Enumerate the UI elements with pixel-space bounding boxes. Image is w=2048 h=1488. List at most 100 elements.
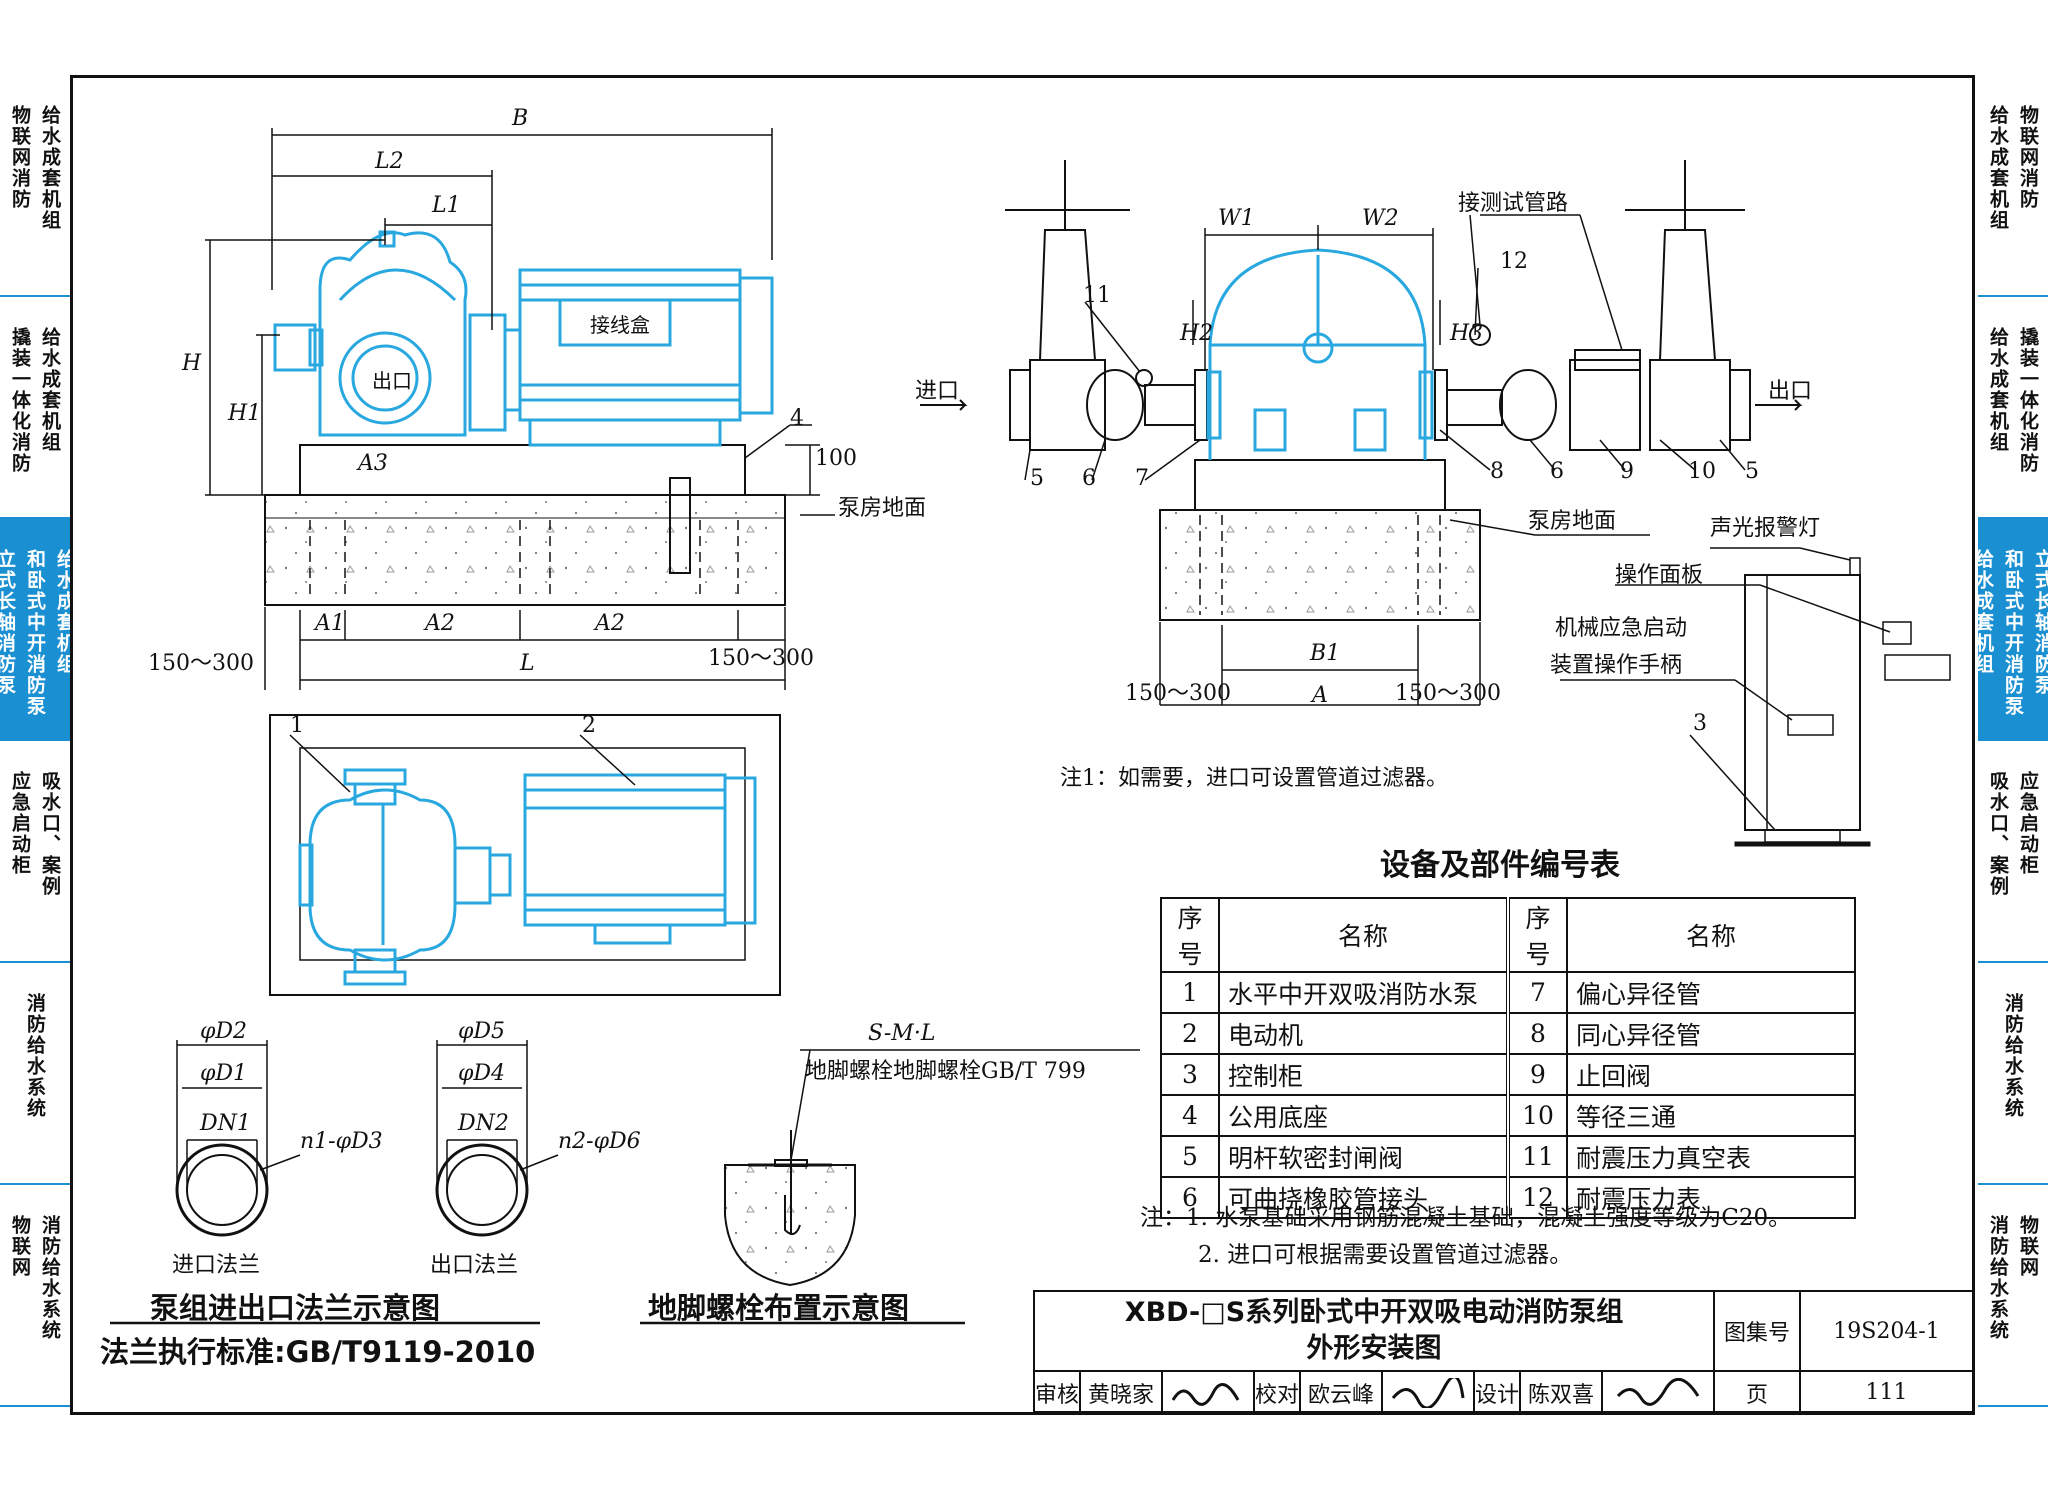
left-tab-2[interactable]: 撬装一体化消防给水成套机组 — [0, 297, 70, 519]
inlet-DN1: DN1 — [199, 1111, 251, 1136]
part-name: 电动机 — [1218, 1012, 1509, 1055]
checker-signature — [1383, 1372, 1475, 1413]
plan-view: 1 2 — [269, 713, 781, 996]
dim-W1: W1 — [1218, 206, 1255, 231]
right-tab-text: 给水成套机组 — [1972, 549, 1994, 675]
title-block: XBD-□S系列卧式中开双吸电动消防泵组 外形安装图 图集号 19S204-1 … — [1033, 1290, 1974, 1413]
left-tab-text: 撬装一体化消防 — [9, 327, 31, 474]
dim-H1: H1 — [227, 401, 261, 426]
parts-table-header: 名称 — [1218, 897, 1509, 973]
junction-box-label: 接线盒 — [590, 313, 650, 337]
side-floor-label: 泵房地面 — [1528, 509, 1616, 534]
atlas-number: 19S204-1 — [1801, 1292, 1972, 1372]
side-callout-8: 8 — [1490, 459, 1504, 484]
part-number: 3 — [1160, 1053, 1220, 1096]
left-tab-text: 给水成套机组 — [39, 327, 61, 453]
dim-H: H — [181, 351, 202, 376]
right-tab-text: 消防给水系统 — [1987, 1215, 2009, 1341]
dim-A2-b: A2 — [593, 611, 625, 636]
part-name: 耐震压力真空表 — [1566, 1135, 1856, 1178]
dim-H3: H3 — [1449, 321, 1483, 346]
side-callout-6a: 6 — [1082, 466, 1096, 491]
inlet-holes: n1-φD3 — [300, 1129, 383, 1154]
drawing-frame — [70, 75, 1975, 1415]
range-left: 150～300 — [148, 651, 254, 676]
dim-L2: L2 — [374, 149, 404, 174]
test-pipe-label: 接测试管路 — [1458, 191, 1568, 216]
part-name: 水平中开双吸消防水泵 — [1218, 971, 1509, 1014]
left-tab-text: 给水成套机组 — [39, 105, 61, 231]
reviewer-name: 黄晓家 — [1081, 1372, 1163, 1413]
callout-4: 4 — [790, 406, 804, 431]
parts-table-header: 序号 — [1506, 897, 1568, 973]
designer-name: 陈双喜 — [1521, 1372, 1603, 1413]
range-right: 150～300 — [708, 646, 814, 671]
parts-table-header: 序号 — [1160, 897, 1220, 973]
front-view: 出口 接线盒 B — [148, 106, 926, 690]
dim-W2: W2 — [1362, 206, 1399, 231]
bolt-formula: S-M·L — [868, 1021, 935, 1046]
side-range-left: 150～300 — [1125, 681, 1231, 706]
bolt-standard: 地脚螺栓地脚螺栓GB/T 799 — [805, 1059, 1086, 1084]
atlas-label: 图集号 — [1715, 1292, 1801, 1372]
right-tab-text: 撬装一体化消防 — [2017, 327, 2039, 474]
title-line1: XBD-□S系列卧式中开双吸电动消防泵组 — [1124, 1297, 1624, 1328]
inlet-flange-caption: 进口法兰 — [172, 1253, 260, 1278]
designer-signature — [1603, 1372, 1715, 1413]
right-tab-3[interactable]: 给水成套机组和卧式中开消防泵立式长轴消防泵 — [1972, 519, 2048, 741]
emergency-handle-line1: 机械应急启动 — [1555, 616, 1687, 641]
parts-table-title: 设备及部件编号表 — [1380, 848, 1620, 883]
side-callout-9: 9 — [1620, 459, 1634, 484]
design-label: 设计 — [1475, 1372, 1521, 1413]
flange-diagrams: φD2 φD1 DN1 n1-φD3 进口法兰 φD5 φD4 DN2 n2-φ… — [100, 1019, 641, 1369]
right-tab-4[interactable]: 吸水口、案例应急启动柜 — [1978, 741, 2048, 963]
right-tab-6[interactable]: 消防给水系统物联网 — [1978, 1185, 2048, 1407]
right-tab-2[interactable]: 给水成套机组撬装一体化消防 — [1978, 297, 2048, 519]
flange-title: 泵组进出口法兰示意图 — [150, 1291, 440, 1325]
side-outlet-label: 出口 — [1768, 379, 1812, 404]
part-name: 止回阀 — [1566, 1053, 1856, 1096]
side-callout-10: 10 — [1688, 459, 1716, 484]
review-label: 审核 — [1035, 1372, 1081, 1413]
right-tab-text: 立式长轴消防泵 — [2032, 549, 2048, 696]
part-name: 可曲挠橡胶管接头 — [1218, 1176, 1509, 1219]
side-callout-12: 12 — [1500, 249, 1528, 274]
right-tab-text: 给水成套机组 — [1987, 327, 2009, 453]
right-tab-text: 物联网 — [2017, 1215, 2039, 1278]
part-number: 8 — [1506, 1012, 1568, 1055]
left-tab-1[interactable]: 物联网消防给水成套机组 — [0, 75, 70, 297]
right-tab-5[interactable]: 消防给水系统 — [1978, 963, 2048, 1185]
dim-H2: H2 — [1179, 321, 1213, 346]
left-tab-5[interactable]: 消防给水系统 — [0, 963, 70, 1185]
part-number: 2 — [1160, 1012, 1220, 1055]
part-name: 控制柜 — [1218, 1053, 1509, 1096]
left-tab-6[interactable]: 物联网消防给水系统 — [0, 1185, 70, 1407]
right-tab-text: 应急启动柜 — [2017, 771, 2039, 876]
part-name: 公用底座 — [1218, 1094, 1509, 1137]
part-name: 偏心异径管 — [1566, 971, 1856, 1014]
side-note: 注1：如需要，进口可设置管道过滤器。 — [1060, 766, 1448, 791]
inlet-D1: φD1 — [200, 1061, 247, 1086]
left-tab-3[interactable]: 立式长轴消防泵和卧式中开消防泵给水成套机组 — [0, 519, 76, 741]
part-name: 明杆软密封闸阀 — [1218, 1135, 1509, 1178]
callout-2: 2 — [582, 713, 596, 738]
bolt-title: 地脚螺栓布置示意图 — [648, 1291, 909, 1325]
part-number: 11 — [1506, 1135, 1568, 1178]
right-side-tabs: 给水成套机组物联网消防给水成套机组撬装一体化消防给水成套机组和卧式中开消防泵立式… — [1972, 75, 2048, 1407]
side-view: W1 W2 H2 H3 接测试管路 进口 出口 泵房地面 B1 A 150～30… — [915, 160, 1812, 791]
title-line2: 外形安装图 — [1306, 1333, 1442, 1364]
dim-B: B — [511, 106, 528, 131]
checker-name: 欧云峰 — [1301, 1372, 1383, 1413]
outlet-holes: n2-φD6 — [558, 1129, 641, 1154]
right-tab-text: 给水成套机组 — [1987, 105, 2009, 231]
dim-A: A — [1310, 683, 1328, 708]
left-tab-4[interactable]: 应急启动柜吸水口、案例 — [0, 741, 70, 963]
right-tab-1[interactable]: 给水成套机组物联网消防 — [1978, 75, 2048, 297]
emergency-handle-line2: 装置操作手柄 — [1550, 653, 1682, 678]
right-tab-text: 和卧式中开消防泵 — [2002, 549, 2024, 717]
side-callout-7: 7 — [1135, 466, 1149, 491]
part-name: 等径三通 — [1566, 1094, 1856, 1137]
